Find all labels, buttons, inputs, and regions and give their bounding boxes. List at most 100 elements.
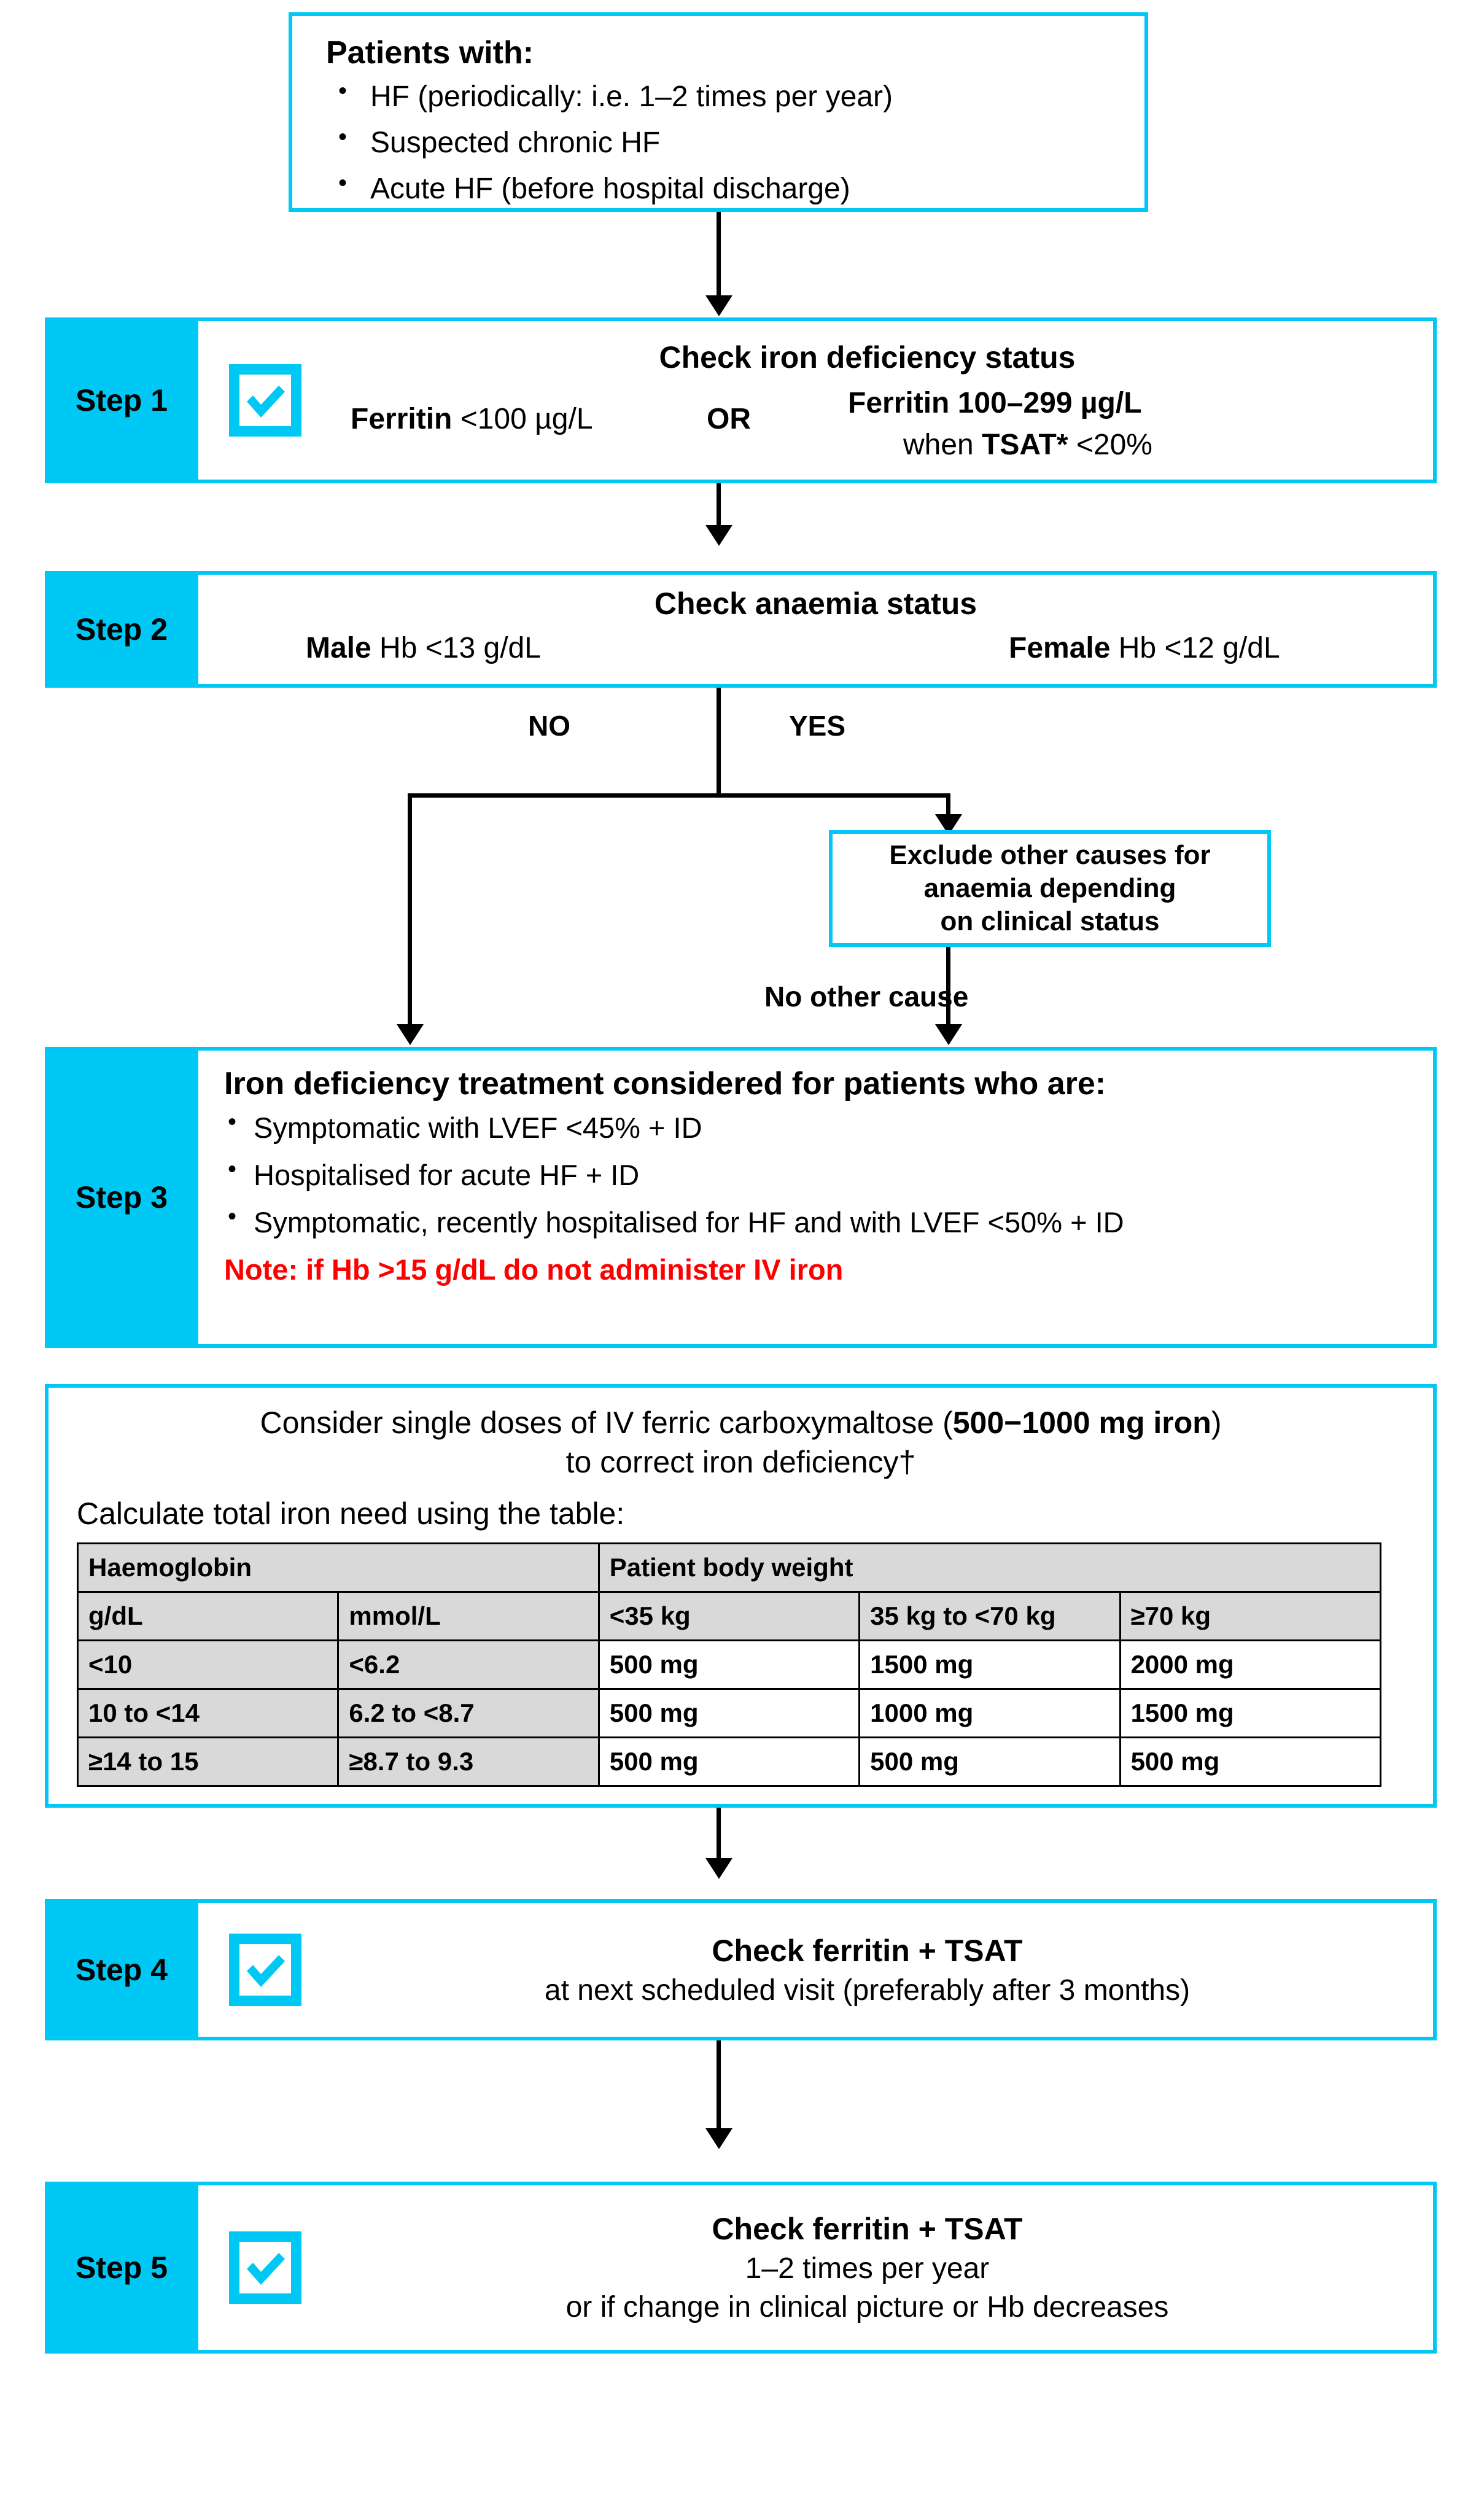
cell-hb-gdl: 10 to <14 [76,1688,340,1738]
list-item: Symptomatic with LVEF <45% + ID [224,1108,1433,1145]
patients-title: Patients with: [326,35,534,71]
arrowhead [705,295,732,316]
checkbox-checked-icon [229,1934,301,2006]
cell-dose-over70: 1500 mg [1119,1688,1382,1738]
connector-no-branch [408,793,412,1027]
dosing-box: Consider single doses of IV ferric carbo… [45,1384,1437,1808]
step-1-body: Check iron deficiency status Ferritin <1… [198,317,1437,483]
step-2-label: Step 2 [45,571,198,688]
table-col-mmoll: mmol/L [337,1591,600,1641]
step-5-line-2: 1–2 times per year [745,2252,990,2285]
iron-dose-table: Haemoglobin Patient body weight g/dL mmo… [76,1542,1382,1787]
step-5-label: Step 5 [45,2182,198,2354]
list-item: HF (periodically: i.e. 1–2 times per yea… [326,77,1144,114]
table-col-under35: <35 kg [597,1591,861,1641]
arrowhead [705,2128,732,2149]
step-2-female-criterion: Female Hb <12 g/dL [1009,632,1280,664]
cell-hb-mmoll: 6.2 to <8.7 [337,1688,600,1738]
checkbox-checked-icon [229,364,301,437]
step-4-row: Step 4 Check ferritin + TSAT at next sch… [45,1899,1437,2040]
step-5-line-1: Check ferritin + TSAT [712,2212,1023,2246]
step-1-left-criterion: Ferritin <100 µg/L [351,403,593,435]
table-header-group-row: Haemoglobin Patient body weight [77,1542,1382,1593]
connector-exclude-to-step3 [946,947,950,1027]
exclude-other-causes-box: Exclude other causes for anaemia dependi… [829,830,1271,947]
list-item: Symptomatic, recently hospitalised for H… [224,1203,1433,1239]
connector-yes-branch [946,793,950,819]
step-4-line-2: at next scheduled visit (preferably afte… [544,1973,1191,2007]
step-2-row: Step 2 Check anaemia status Male Hb <13 … [45,571,1437,688]
step-3-note: Note: if Hb >15 g/dL do not administer I… [224,1253,844,1286]
step-3-body: Iron deficiency treatment considered for… [198,1047,1437,1348]
table-group-header-weight: Patient body weight [597,1542,1382,1593]
arrowhead [705,1858,732,1879]
branch-yes-label: YES [789,710,846,742]
step-5-body: Check ferritin + TSAT 1–2 times per year… [198,2182,1437,2354]
list-item: Acute HF (before hospital discharge) [326,169,1144,206]
step-5-line-3: or if change in clinical picture or Hb d… [565,2291,1169,2323]
exclude-line-3: on clinical status [940,906,1160,936]
table-header-row: g/dL mmol/L <35 kg 35 kg to <70 kg ≥70 k… [76,1591,1382,1641]
cell-dose-35to70: 500 mg [858,1736,1121,1787]
branch-no-label: NO [528,710,570,742]
cell-hb-gdl: ≥14 to 15 [76,1736,340,1787]
cell-dose-35to70: 1500 mg [858,1639,1121,1690]
table-row: <10 <6.2 500 mg 1500 mg 2000 mg [76,1639,1382,1690]
cell-hb-gdl: <10 [76,1639,340,1690]
dosing-line-1: Consider single doses of IV ferric carbo… [77,1405,1405,1441]
arrowhead [397,1024,424,1045]
dosing-dose-range: 500−1000 mg iron [952,1406,1211,1440]
step-2-body: Check anaemia status Male Hb <13 g/dL Fe… [198,571,1437,688]
connector-step4-to-step5 [717,2040,721,2133]
table-row: 10 to <14 6.2 to <8.7 500 mg 1000 mg 150… [76,1688,1382,1738]
arrowhead [935,1024,962,1045]
no-other-cause-label: No other cause [764,981,969,1013]
exclude-line-1: Exclude other causes for [889,840,1211,871]
dosing-line-2: to correct iron deficiency† [565,1445,916,1479]
step-4-line-1: Check ferritin + TSAT [712,1933,1023,1968]
step-2-title: Check anaemia status [654,586,977,621]
arrowhead [705,525,732,546]
step-5-row: Step 5 Check ferritin + TSAT 1–2 times p… [45,2182,1437,2354]
step-1-row: Step 1 Check iron deficiency status Ferr… [45,317,1437,483]
dosing-line1-prefix: Consider single doses of IV ferric carbo… [260,1406,953,1440]
connector-step1-to-step2 [717,483,721,527]
list-item: Suspected chronic HF [326,123,1144,160]
connector-patients-to-step1 [717,212,721,298]
table-row: ≥14 to 15 ≥8.7 to 9.3 500 mg 500 mg 500 … [76,1736,1382,1787]
dosing-line1-suffix: ) [1211,1406,1222,1440]
step-4-label: Step 4 [45,1899,198,2040]
step-1-right-criterion-line2: when TSAT* <20% [903,429,1152,461]
checkbox-checked-icon [229,2231,301,2304]
step-1-title: Check iron deficiency status [659,340,1076,375]
cell-hb-mmoll: <6.2 [337,1639,600,1690]
step-3-row: Step 3 Iron deficiency treatment conside… [45,1047,1437,1348]
table-col-35to70: 35 kg to <70 kg [858,1591,1121,1641]
dosing-calc-label: Calculate total iron need using the tabl… [77,1496,625,1531]
cell-dose-under35: 500 mg [597,1736,861,1787]
cell-hb-mmoll: ≥8.7 to 9.3 [337,1736,600,1787]
patients-box: Patients with: HF (periodically: i.e. 1–… [289,12,1148,212]
connector-dosing-to-step4 [717,1808,721,1875]
patients-list: HF (periodically: i.e. 1–2 times per yea… [326,77,1144,206]
connector-branch-bar [408,793,950,798]
step-4-body: Check ferritin + TSAT at next scheduled … [198,1899,1437,2040]
exclude-line-2: anaemia depending [923,873,1176,904]
cell-dose-under35: 500 mg [597,1688,861,1738]
cell-dose-35to70: 1000 mg [858,1688,1121,1738]
cell-dose-over70: 2000 mg [1119,1639,1382,1690]
step-3-list: Symptomatic with LVEF <45% + ID Hospital… [224,1108,1433,1239]
table-group-header-haemoglobin: Haemoglobin [77,1542,600,1593]
table-col-gdl: g/dL [76,1591,340,1641]
step-2-male-criterion: Male Hb <13 g/dL [306,632,541,664]
table-col-over70: ≥70 kg [1119,1591,1382,1641]
cell-dose-under35: 500 mg [597,1639,861,1690]
cell-dose-over70: 500 mg [1119,1736,1382,1787]
step-3-title: Iron deficiency treatment considered for… [224,1066,1106,1102]
step-1-label: Step 1 [45,317,198,483]
step-1-or-label: OR [707,403,751,435]
list-item: Hospitalised for acute HF + ID [224,1156,1433,1192]
connector-step2-trunk [717,688,721,795]
step-1-right-criterion-line1: Ferritin 100–299 µg/L [848,387,1142,419]
